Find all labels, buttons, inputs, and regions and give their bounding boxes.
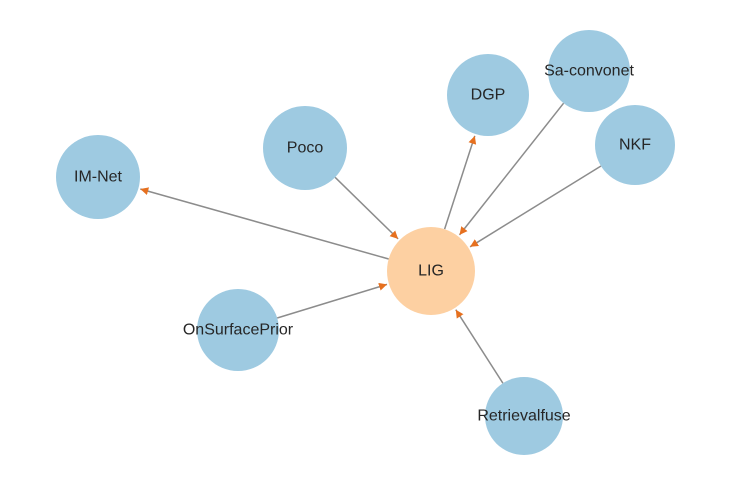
node-imnet[interactable]: IM-Net xyxy=(56,135,140,219)
node-onsurfaceprior[interactable]: OnSurfacePrior xyxy=(183,289,294,371)
node-saconvonet-label: Sa-convonet xyxy=(544,63,634,80)
node-nkf[interactable]: NKF xyxy=(595,105,675,185)
node-dgp-circle xyxy=(447,54,529,136)
node-retrievalfuse-label: Retrievalfuse xyxy=(477,408,570,425)
node-nkf-circle xyxy=(595,105,675,185)
edge-poco-to-lig xyxy=(334,176,399,240)
nodes-layer: LIG IM-Net Poco DGP Sa-convonet NKF OnSu… xyxy=(56,30,675,455)
node-lig[interactable]: LIG xyxy=(387,227,475,315)
node-lig-label: LIG xyxy=(418,263,444,280)
node-poco-circle xyxy=(263,106,347,190)
node-saconvonet-circle xyxy=(548,30,630,112)
edges-layer xyxy=(140,102,602,384)
node-onsurfaceprior-label: OnSurfacePrior xyxy=(183,322,294,339)
node-dgp-label: DGP xyxy=(471,87,506,104)
node-poco[interactable]: Poco xyxy=(263,106,347,190)
node-nkf-label: NKF xyxy=(619,137,651,154)
edge-saconvonet-to-lig xyxy=(458,102,565,236)
node-imnet-circle xyxy=(56,135,140,219)
edge-onsurfaceprior-to-lig xyxy=(276,282,388,319)
edge-lig-to-imnet xyxy=(140,187,389,260)
node-poco-label: Poco xyxy=(287,140,324,157)
node-retrievalfuse[interactable]: Retrievalfuse xyxy=(477,377,571,455)
node-dgp[interactable]: DGP xyxy=(447,54,529,136)
node-saconvonet[interactable]: Sa-convonet xyxy=(544,30,634,112)
node-lig-circle xyxy=(387,227,475,315)
edge-lig-to-dgp xyxy=(443,135,477,230)
node-imnet-label: IM-Net xyxy=(74,169,123,186)
node-retrievalfuse-circle xyxy=(485,377,563,455)
node-onsurfaceprior-circle xyxy=(197,289,279,371)
edge-retrievalfuse-to-lig xyxy=(455,309,504,384)
edge-nkf-to-lig xyxy=(469,165,602,248)
